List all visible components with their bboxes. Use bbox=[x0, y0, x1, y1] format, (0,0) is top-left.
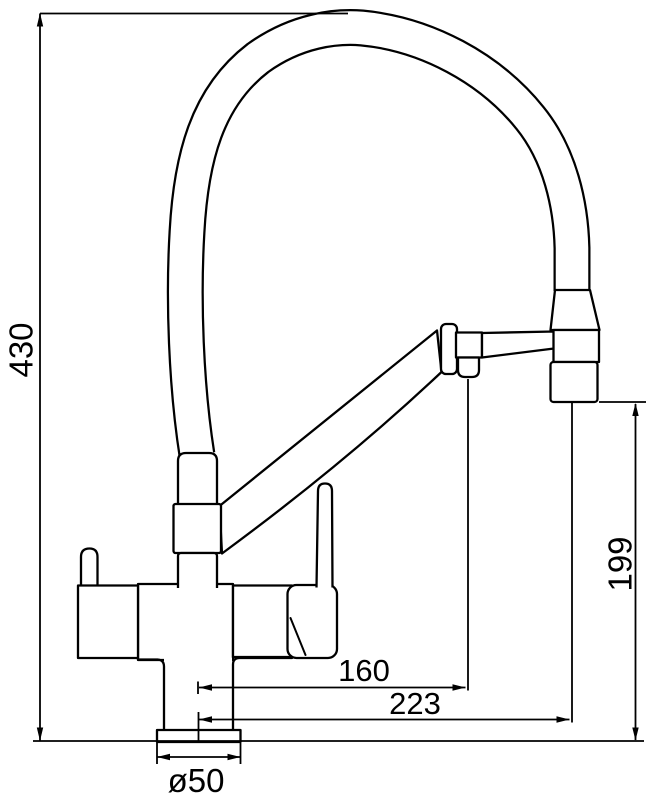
spout-flange bbox=[439, 322, 459, 376]
dim-label-outlet-height: 199 bbox=[602, 536, 639, 591]
aerator-nozzle bbox=[456, 356, 481, 379]
dim-label-head-reach: 223 bbox=[389, 686, 441, 721]
arrow-left-icon bbox=[199, 716, 212, 723]
left-handle-knob bbox=[79, 547, 99, 586]
valve-body-detail-line bbox=[289, 617, 307, 656]
arrow-right-icon bbox=[556, 716, 570, 723]
riser-ferrule bbox=[172, 502, 223, 555]
arrow-up-icon bbox=[36, 13, 44, 27]
right-body-arm bbox=[231, 584, 294, 659]
hose-coupling bbox=[552, 328, 601, 364]
dim-label-spout-reach: 160 bbox=[338, 653, 390, 688]
left-body-arm bbox=[76, 584, 140, 660]
arrow-right-icon bbox=[227, 753, 241, 761]
spray-head-holder bbox=[454, 331, 484, 359]
arrow-left-icon bbox=[199, 684, 212, 691]
arrow-down-icon bbox=[36, 727, 44, 741]
right-lever-handle bbox=[315, 482, 334, 588]
dim-label-overall-height: 430 bbox=[3, 322, 40, 377]
base-column-right-edge bbox=[231, 656, 294, 733]
arrow-up-icon bbox=[632, 403, 639, 416]
right-valve-body bbox=[286, 583, 339, 660]
dimension-spout-reach: 160 bbox=[197, 379, 469, 694]
dimension-base-diameter: ø50 bbox=[156, 743, 242, 799]
spray-wand bbox=[480, 330, 556, 359]
arrow-down-icon bbox=[632, 727, 639, 741]
dimension-outlet-height: 199 bbox=[599, 401, 646, 741]
hose-fitting-left bbox=[176, 451, 219, 507]
gooseneck-hose bbox=[166, 9, 591, 458]
arrow-right-icon bbox=[452, 684, 466, 691]
dim-label-base-diameter: ø50 bbox=[168, 762, 225, 799]
base-column-left-edge bbox=[136, 658, 166, 733]
dimension-head-reach: 223 bbox=[197, 403, 573, 742]
faucet-body bbox=[136, 582, 235, 662]
riser-neck bbox=[176, 551, 219, 588]
spray-head-body bbox=[549, 360, 599, 404]
faucet-figure bbox=[76, 9, 601, 744]
arrow-left-icon bbox=[157, 753, 170, 761]
dimension-overall-height: 430 bbox=[3, 12, 348, 741]
hose-ferrule-right bbox=[549, 288, 601, 332]
